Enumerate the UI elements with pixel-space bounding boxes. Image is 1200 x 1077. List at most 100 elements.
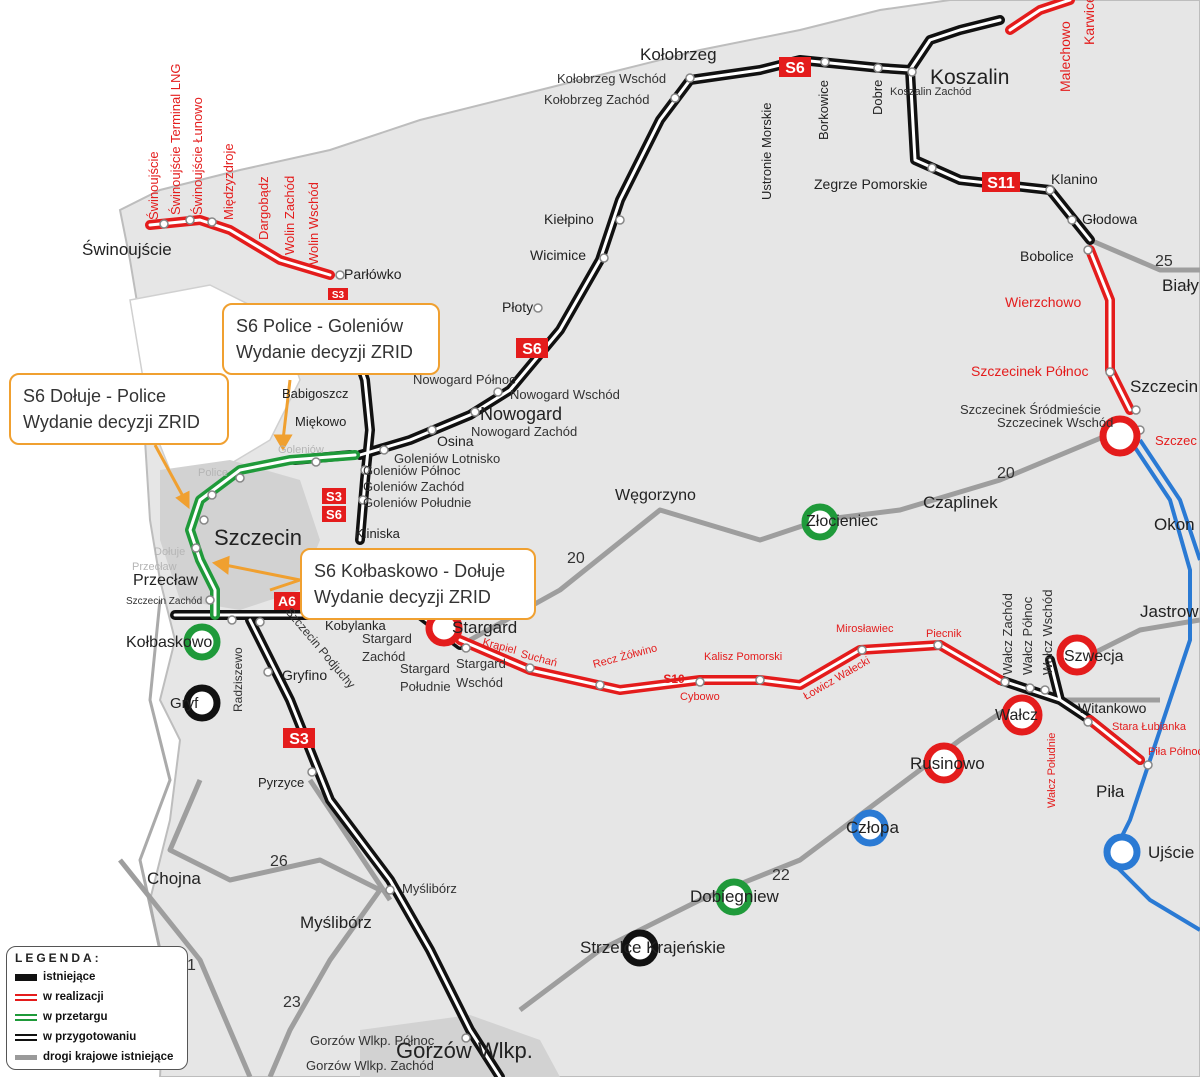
label-swinoujscie-lunowo: Świnoujście Łunowo [190, 97, 205, 215]
legend-title: LEGENDA: [15, 951, 102, 965]
label-pila: Piła [1096, 782, 1125, 801]
construction-labels: Świnoujście Świnoujście Terminal LNG Świ… [146, 0, 1200, 808]
label-piecnik: Piecnik [926, 628, 962, 640]
label-strzelce: Strzelce Krajeńskie [580, 938, 726, 957]
label-szczecin: Szczecin [214, 525, 302, 550]
label-malechowo: Malechowo [1057, 21, 1073, 92]
label-przeclaw-g: Przecław [132, 561, 177, 573]
label-dobre: Dobre [870, 80, 885, 115]
label-borkowice: Borkowice [816, 80, 831, 140]
label-szczecinek-red: Szczec [1155, 433, 1197, 448]
road-number-23: 23 [283, 994, 301, 1011]
callout-police-goleniow: S6 Police - Goleniów Wydanie decyzji ZRI… [222, 303, 440, 375]
label-radziszewo: Radziszewo [231, 647, 245, 712]
callout-doluje-police: S6 Dołuje - Police Wydanie decyzji ZRID [9, 373, 229, 445]
label-jastrow: Jastrow [1140, 602, 1199, 621]
label-swinoujscie: Świnoujście [82, 240, 172, 259]
label-nowogard-wschod: Nowogard Wschód [510, 387, 620, 402]
label-ustronie: Ustronie Morskie [759, 102, 774, 200]
label-bobolice: Bobolice [1020, 248, 1074, 264]
junction-labels: Kołobrzeg Wschód Kołobrzeg Zachód Koszal… [126, 71, 1113, 1073]
label-szczecinek-wschod: Szczecinek Wschód [997, 415, 1113, 430]
label-gorzow-zachod: Gorzów Wlkp. Zachód [306, 1058, 434, 1073]
label-rusinowo: Rusinowo [910, 754, 985, 773]
label-nowogard-zachod: Nowogard Zachód [471, 424, 577, 439]
label-goleniow-g: Goleniów [278, 444, 324, 456]
callout-kolbaskowo-doluje-line2: Wydanie decyzji ZRID [314, 587, 491, 607]
label-gorzow: Gorzów Wlkp. [396, 1038, 533, 1063]
road-numbers: 25 20 20 26 22 23 1 [187, 253, 1173, 1011]
label-czlopa: Człopa [846, 818, 899, 837]
label-witankowo: Witankowo [1078, 700, 1147, 716]
legend-swatch-construction [15, 993, 37, 1001]
label-gorzow-polnoc: Gorzów Wlkp. Północ [310, 1033, 435, 1048]
legend-item-national-roads: drogi krajowe istniejące [15, 1047, 179, 1067]
callout-kolbaskowo-doluje-line1: S6 Kołbaskowo - Dołuje [314, 561, 506, 581]
callout-doluje-police-line2: Wydanie decyzji ZRID [23, 412, 200, 432]
label-miroslawiec: Mirosławiec [836, 623, 894, 635]
road-number-20-east: 20 [997, 465, 1015, 482]
map-legend: LEGENDA: istniejące w realizacji w przet… [6, 946, 188, 1070]
rusinowo-ring [923, 742, 965, 784]
label-stargard: Stargard [452, 618, 517, 637]
label-stargard-wschod-2: Wschód [456, 675, 503, 690]
label-nowogard: Nowogard [480, 404, 562, 424]
shield-s3-parlowko: S3 [332, 290, 345, 301]
label-kielpino: Kiełpino [544, 211, 594, 227]
label-wicimice: Wicimice [530, 247, 586, 263]
label-czaplinek: Czaplinek [923, 493, 998, 512]
label-szczecin-zachod: Szczecin Zachód [126, 596, 202, 607]
label-walcz-wschod: Wałcz Wschód [1040, 590, 1055, 675]
label-szczecinek-srodmiescie: Szczecinek Śródmieście [960, 402, 1101, 417]
label-kalisz: Kalisz Pomorski [704, 651, 782, 663]
label-gryfino-short: Gryf [170, 695, 199, 712]
legend-item-preparation: w przygotowaniu [15, 1027, 179, 1047]
tender-labels: Police Dołuje Przecław Goleniów [132, 444, 324, 573]
label-goleniow-lotnisko: Goleniów Lotnisko [394, 451, 500, 466]
road-number-26: 26 [270, 853, 288, 870]
label-kolobrzeg: Kołobrzeg [640, 45, 717, 64]
label-osina: Osina [437, 433, 474, 449]
label-walcz-polnoc: Wałcz Północ [1020, 596, 1035, 675]
label-cybowo: Cybowo [680, 691, 720, 703]
label-kolobrzeg-zachod: Kołobrzeg Zachód [544, 92, 650, 107]
road-shields: S6 S6 S11 S3 S3 S6 A6 S3 S10 [274, 57, 1020, 748]
kolbaskowo-ring [183, 623, 221, 661]
szwecja-ring [1056, 634, 1098, 676]
label-wegorzyno: Węgorzyno [615, 487, 696, 504]
label-glodowa: Głodowa [1082, 211, 1137, 227]
legend-label-construction: w realizacji [43, 991, 104, 1003]
label-zlocieniec: Złocieniec [806, 513, 878, 530]
legend-label-existing: istniejące [43, 971, 96, 983]
label-parlowko: Parłówko [344, 266, 402, 282]
label-swinoujscie-red: Świnoujście [146, 151, 161, 220]
label-doluje: Dołuje [154, 546, 185, 558]
label-pila-polnoc: Piła Północ [1148, 746, 1200, 758]
ujscie-ring [1103, 833, 1141, 871]
label-goleniow-poludnie: Goleniów Południe [363, 495, 471, 510]
shield-a6: A6 [278, 593, 296, 609]
label-kliniska: Kliniska [355, 526, 401, 541]
legend-label-tender: w przetargu [43, 1011, 108, 1023]
label-police: Police [198, 467, 228, 479]
label-ploty: Płoty [502, 299, 533, 315]
dobiegniew-ring [715, 878, 753, 916]
callout-doluje-police-line1: S6 Dołuje - Police [23, 386, 167, 406]
label-dobiegniew: Dobiegniew [690, 887, 780, 906]
label-stargard-wschod-1: Stargard [456, 656, 506, 671]
label-wierzchowo: Wierzchowo [1005, 294, 1081, 310]
legend-item-existing: istniejące [15, 967, 179, 987]
callout-kolbaskowo-doluje: S6 Kołbaskowo - Dołuje Wydanie decyzji Z… [300, 548, 536, 620]
label-chojna: Chojna [147, 869, 201, 888]
land-area [118, 0, 1200, 1077]
label-swinoujscie-lng: Świnoujście Terminal LNG [168, 64, 183, 216]
legend-swatch-national-roads [15, 1054, 37, 1060]
label-zegrze: Zegrze Pomorskie [814, 176, 928, 192]
label-kolbaskowo: Kołbaskowo [126, 634, 212, 651]
label-pyrzyce: Pyrzyce [258, 775, 304, 790]
label-stargard-zachod-2: Zachód [362, 649, 405, 664]
label-ujscie: Ujście [1148, 843, 1194, 862]
label-wolin-zachod: Wolin Zachód [282, 176, 297, 255]
szczecinek-ring [1099, 415, 1141, 457]
